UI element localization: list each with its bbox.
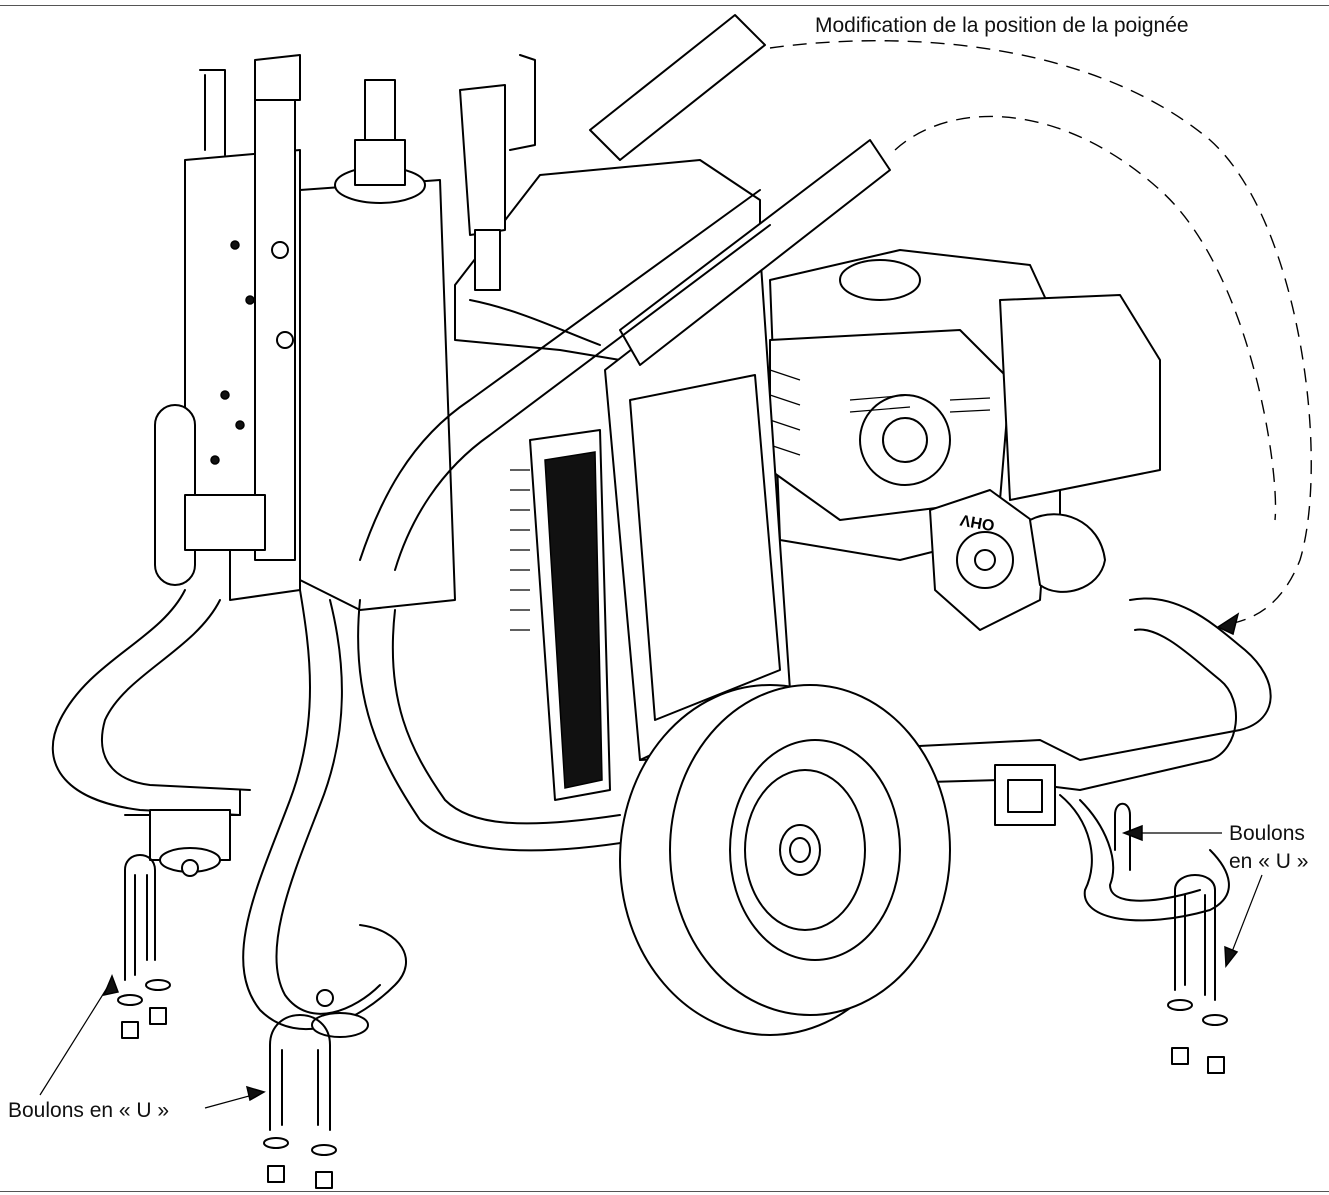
tubular-frame: [51, 589, 1272, 1038]
ubolts-hardware: [117, 802, 1228, 1189]
engine-marking: OHV: [958, 511, 995, 534]
handle-positions: [359, 14, 891, 571]
bottom-rule: [0, 1191, 1329, 1192]
wheel: [619, 684, 951, 1036]
handle-motion-path: [769, 40, 1312, 626]
frame-panel: [510, 249, 791, 801]
ubolts-label-right-line1: Boulons: [1229, 822, 1305, 845]
ubolts-label-left: Boulons en « U »: [8, 1099, 170, 1122]
handle-motion-path-inner: [894, 115, 1277, 521]
leader-lines: [39, 824, 1263, 1109]
top-rule: [0, 5, 1329, 6]
motion-arrowhead: [1216, 612, 1240, 636]
pump-tower: [154, 54, 456, 611]
ubolts-label-right-line2: en « U »: [1229, 850, 1309, 873]
engine: [769, 249, 1161, 631]
handle-position-label: Modification de la position de la poigné…: [815, 14, 1189, 37]
